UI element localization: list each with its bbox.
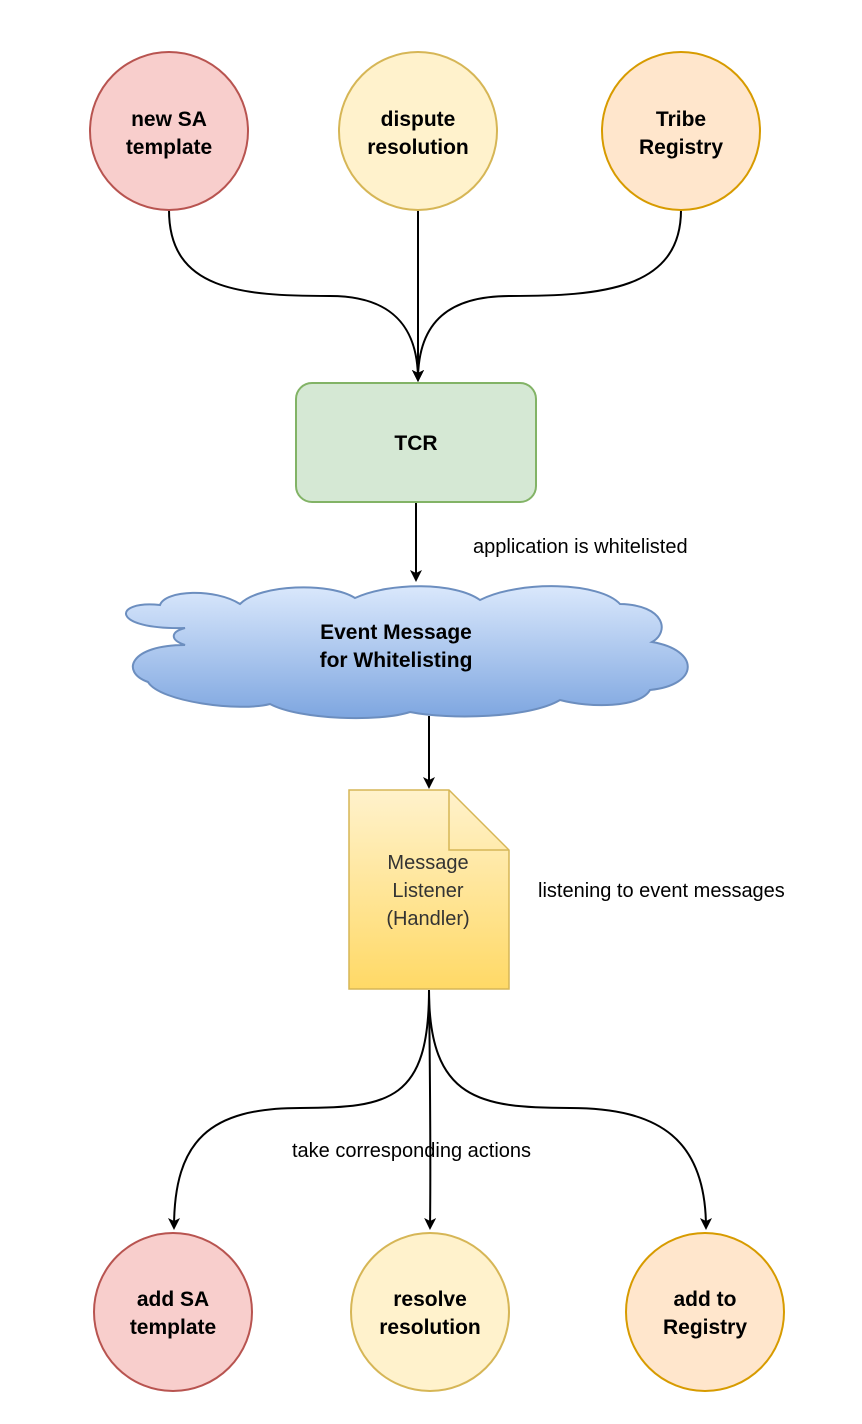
resolve-resolution-circle	[350, 1232, 510, 1392]
node-label-line2: Registry	[663, 1316, 747, 1339]
edge-label-actions: take corresponding actions	[292, 1140, 531, 1162]
cloud-shape	[124, 585, 689, 720]
dispute-resolution-circle	[338, 51, 498, 211]
add-to-registry-circle	[625, 1232, 785, 1392]
node-label-line1: add to	[674, 1288, 737, 1311]
listener-label-line1: Message	[387, 852, 468, 874]
node-message-listener: Message Listener (Handler)	[348, 789, 510, 990]
node-dispute-resolution: dispute resolution	[338, 51, 498, 211]
node-tcr: TCR	[295, 382, 537, 503]
document-fold	[448, 790, 509, 851]
edge-label-listening: listening to event messages	[538, 880, 785, 902]
edge-listener-to-add-sa	[168, 989, 430, 1230]
node-add-to-registry: add to Registry	[625, 1232, 785, 1392]
event-label-line1: Event Message	[320, 621, 472, 644]
node-label-line2: Registry	[639, 136, 723, 159]
node-label-line2: resolution	[367, 136, 469, 159]
node-label-line2: resolution	[379, 1316, 481, 1339]
edge-new-sa-to-tcr	[168, 209, 424, 382]
node-label-line2: template	[126, 136, 212, 159]
node-tribe-registry: Tribe Registry	[601, 51, 761, 211]
node-label-line1: new SA	[131, 108, 207, 131]
tribe-registry-circle	[601, 51, 761, 211]
tcr-box	[295, 382, 537, 503]
document-shape	[348, 789, 510, 990]
edge-listener-to-resolve	[424, 989, 437, 1230]
node-new-sa-template: new SA template	[89, 51, 249, 211]
node-label-line2: template	[130, 1316, 216, 1339]
listener-label-line3: (Handler)	[386, 908, 469, 930]
node-label-line1: dispute	[381, 108, 456, 131]
edge-label-whitelisted: application is whitelisted	[473, 536, 688, 558]
listener-label-line2: Listener	[392, 880, 463, 902]
add-sa-template-circle	[93, 1232, 253, 1392]
node-label-line1: Tribe	[656, 108, 706, 131]
edge-listener-to-registry	[428, 989, 712, 1230]
node-event-message: Event Message for Whitelisting	[124, 585, 689, 720]
new-sa-template-circle	[89, 51, 249, 211]
event-label-line2: for Whitelisting	[320, 649, 473, 672]
node-resolve-resolution: resolve resolution	[350, 1232, 510, 1392]
node-add-sa-template: add SA template	[93, 1232, 253, 1392]
node-label-line1: resolve	[393, 1288, 467, 1311]
edge-tribe-to-tcr	[412, 209, 682, 382]
tcr-label: TCR	[394, 432, 437, 455]
node-label-line1: add SA	[137, 1288, 209, 1311]
